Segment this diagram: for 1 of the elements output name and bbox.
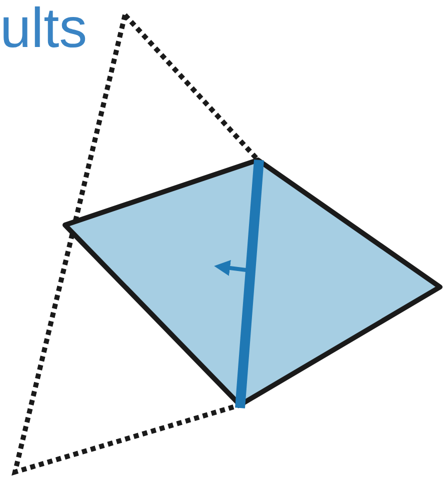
title-text: ults — [0, 0, 88, 56]
